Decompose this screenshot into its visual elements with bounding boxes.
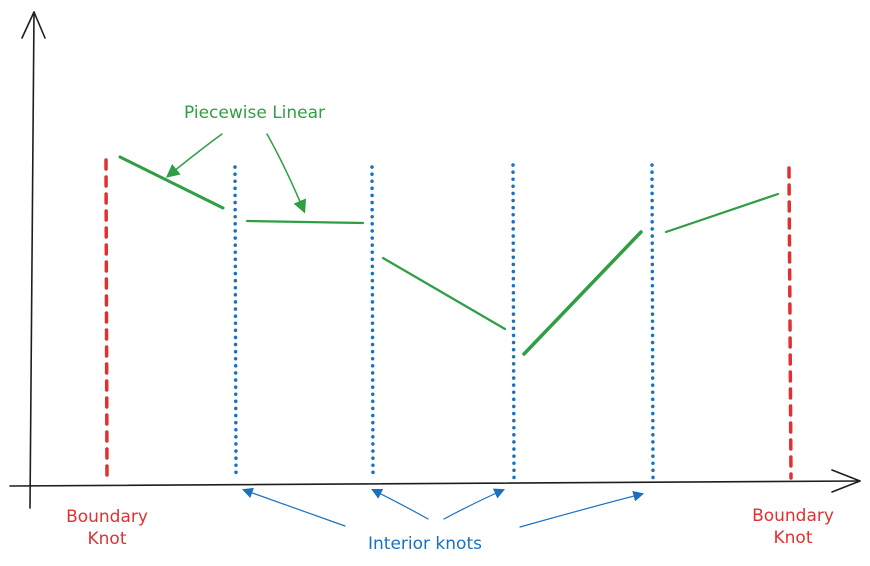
boundary-knot-right-line1: Boundary [752, 506, 834, 526]
y-axis-arrowhead [21, 11, 46, 39]
boundary-knot-left-line2: Knot [87, 529, 127, 549]
segment-3 [381, 256, 507, 331]
interior-knots-label: Interior knots [368, 534, 482, 554]
boundary-knot-left-line1: Boundary [66, 507, 148, 527]
interior-arrow-2 [371, 489, 429, 520]
piecewise-arrow-right [266, 133, 307, 214]
interior-arrow-1 [241, 487, 346, 527]
boundary-knot-right-label: Boundary Knot [738, 505, 848, 549]
piecewise-arrow-left [165, 133, 223, 178]
x-axis [9, 480, 861, 487]
segment-5 [664, 192, 780, 234]
piecewise-linear-label: Piecewise Linear [184, 103, 326, 123]
boundary-knot-left [104, 158, 109, 478]
interior-knot-3 [511, 163, 516, 480]
segment-4 [522, 230, 643, 356]
boundary-knot-left-label: Boundary Knot [52, 506, 162, 550]
interior-arrow-4 [519, 490, 645, 528]
segment-1 [118, 155, 225, 210]
interior-knot-4 [650, 163, 655, 480]
interior-knot-1 [233, 165, 238, 480]
y-axis [29, 11, 35, 509]
interior-knot-2 [370, 165, 375, 480]
segment-2 [245, 219, 365, 225]
boundary-knot-right [787, 166, 793, 480]
interior-arrow-3 [443, 488, 505, 520]
x-axis-arrowhead [831, 469, 861, 493]
boundary-knot-right-line2: Knot [773, 528, 813, 548]
